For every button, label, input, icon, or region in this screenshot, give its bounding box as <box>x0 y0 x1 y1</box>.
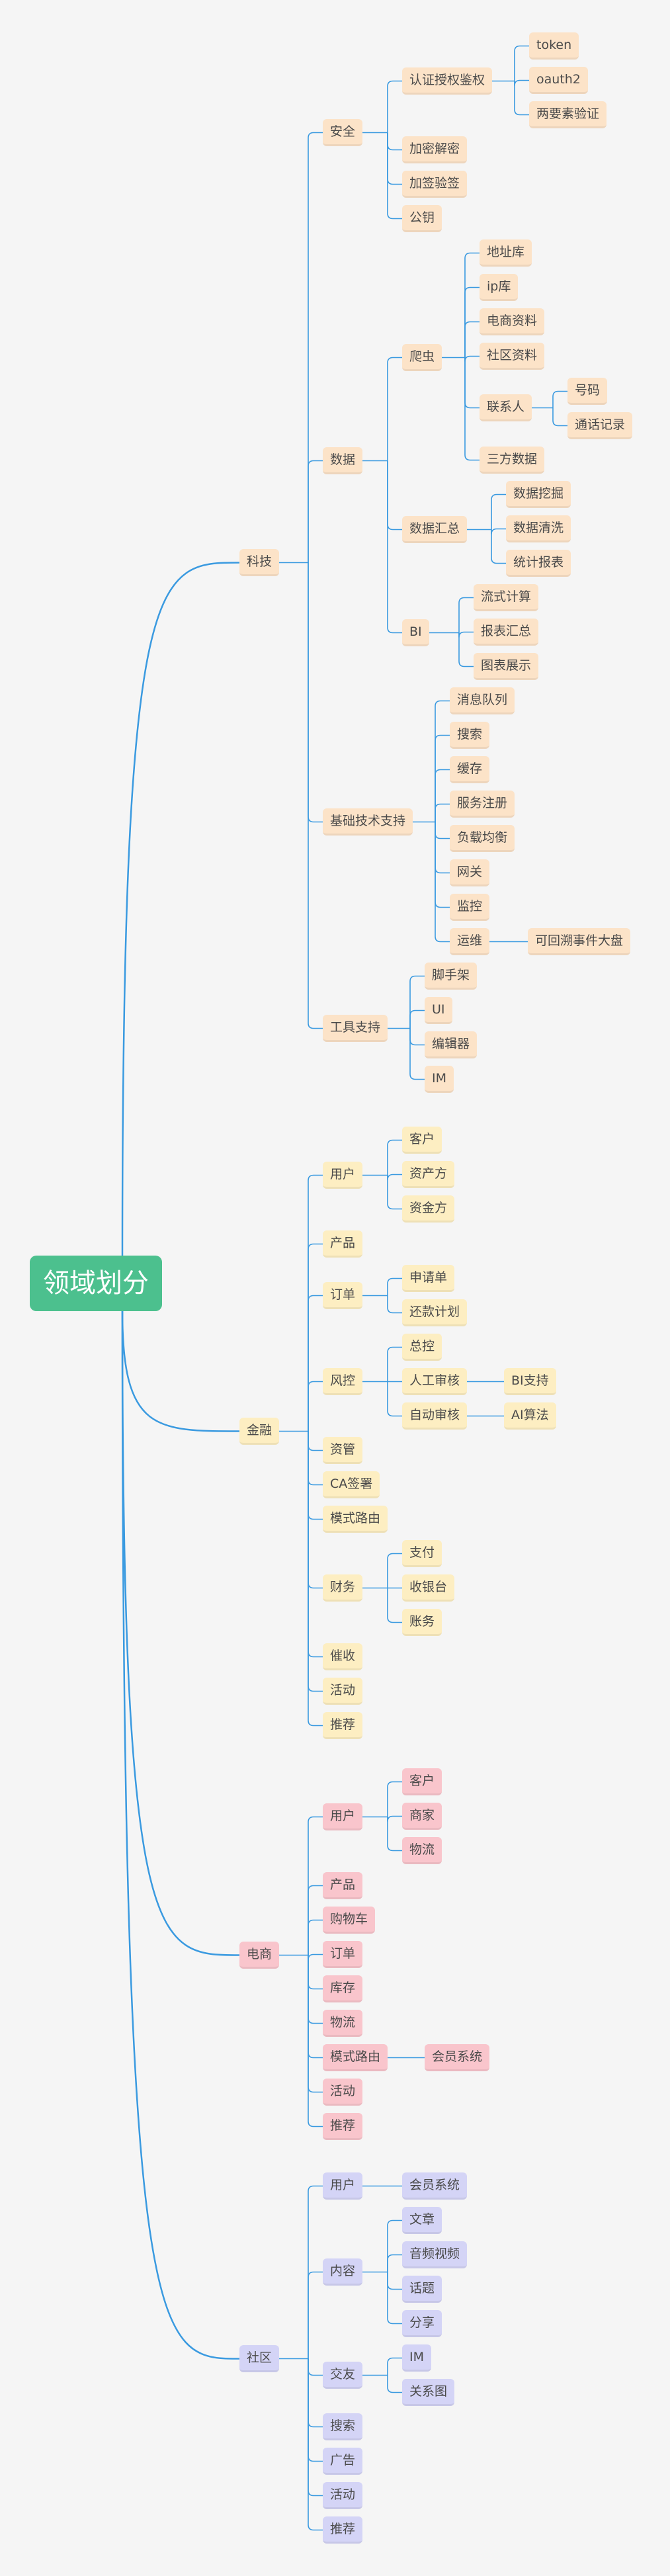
leaf-encrypt[interactable]: 加密解密 <box>402 136 468 163</box>
leaf-two-factor[interactable]: 两要素验证 <box>529 101 607 128</box>
topic-auto-review[interactable]: 自动审核 <box>402 1402 468 1430</box>
leaf-scaffold[interactable]: 脚手架 <box>425 963 478 990</box>
leaf-stream-compute[interactable]: 流式计算 <box>474 584 539 611</box>
topic-social-user[interactable]: 用户 <box>323 2172 363 2200</box>
leaf-address-lib[interactable]: 地址库 <box>480 239 532 267</box>
leaf-social-im[interactable]: IM <box>402 2344 431 2372</box>
leaf-load-balance[interactable]: 负载均衡 <box>450 825 515 852</box>
leaf-cache[interactable]: 缓存 <box>450 756 490 783</box>
leaf-ecom-recommend[interactable]: 推荐 <box>323 2113 363 2140</box>
leaf-cashier[interactable]: 收银台 <box>402 1574 455 1602</box>
leaf-social-activity[interactable]: 活动 <box>323 2482 363 2509</box>
branch-finance[interactable]: 金融 <box>239 1418 280 1445</box>
leaf-cart[interactable]: 购物车 <box>323 1907 376 1934</box>
leaf-report-summary[interactable]: 报表汇总 <box>474 619 539 646</box>
leaf-message-queue[interactable]: 消息队列 <box>450 687 515 714</box>
leaf-mode-route[interactable]: 模式路由 <box>323 1506 388 1533</box>
leaf-social-member[interactable]: 会员系统 <box>402 2172 468 2200</box>
leaf-ca-sign[interactable]: CA签署 <box>323 1471 380 1498</box>
topic-ecom-mode-route[interactable]: 模式路由 <box>323 2044 388 2071</box>
leaf-ads[interactable]: 广告 <box>323 2448 363 2475</box>
leaf-social-recommend[interactable]: 推荐 <box>323 2516 363 2544</box>
branch-tech[interactable]: 科技 <box>239 549 280 576</box>
leaf-stock[interactable]: 库存 <box>323 1975 363 2002</box>
leaf-sign[interactable]: 加签验签 <box>402 171 468 198</box>
topic-accounting[interactable]: 财务 <box>323 1574 363 1602</box>
topic-finance-user[interactable]: 用户 <box>323 1162 363 1189</box>
leaf-ecom-customer[interactable]: 客户 <box>402 1768 442 1795</box>
topic-finance-order[interactable]: 订单 <box>323 1282 363 1309</box>
leaf-ui[interactable]: UI <box>425 997 452 1024</box>
leaf-finance-activity[interactable]: 活动 <box>323 1678 363 1705</box>
leaf-oauth2[interactable]: oauth2 <box>529 67 588 94</box>
leaf-ecom-logistics[interactable]: 物流 <box>323 2010 363 2037</box>
topic-infra[interactable]: 基础技术支持 <box>323 808 413 836</box>
topic-security[interactable]: 安全 <box>323 119 363 146</box>
topic-bi[interactable]: BI <box>402 619 429 646</box>
topic-friends[interactable]: 交友 <box>323 2362 363 2389</box>
leaf-gateway[interactable]: 网关 <box>450 859 490 886</box>
leaf-third-party[interactable]: 三方数据 <box>480 447 545 474</box>
leaf-ledger[interactable]: 账务 <box>402 1609 442 1636</box>
topic-tools[interactable]: 工具支持 <box>323 1015 388 1042</box>
leaf-member-system[interactable]: 会员系统 <box>425 2044 490 2071</box>
leaf-payment[interactable]: 支付 <box>402 1540 442 1567</box>
leaf-ecom-activity[interactable]: 活动 <box>323 2079 363 2106</box>
leaf-data-mining[interactable]: 数据挖掘 <box>506 481 571 508</box>
topic-auth[interactable]: 认证授权鉴权 <box>402 67 493 95</box>
topic-manual-review[interactable]: 人工审核 <box>402 1368 468 1395</box>
leaf-token[interactable]: token <box>529 32 579 60</box>
leaf-bi-support[interactable]: BI支持 <box>504 1368 556 1395</box>
leaf-ecom-user-logistics[interactable]: 物流 <box>402 1837 442 1864</box>
leaf-application[interactable]: 申请单 <box>402 1265 455 1292</box>
topic-data-summary[interactable]: 数据汇总 <box>402 516 468 543</box>
leaf-merchant[interactable]: 商家 <box>402 1803 442 1830</box>
leaf-ip-lib[interactable]: ip库 <box>480 274 519 301</box>
topic-ops[interactable]: 运维 <box>450 928 490 955</box>
leaf-share[interactable]: 分享 <box>402 2310 442 2337</box>
leaf-im[interactable]: IM <box>425 1066 454 1093</box>
leaf-call-log[interactable]: 通话记录 <box>567 412 633 439</box>
leaf-collection[interactable]: 催收 <box>323 1643 363 1670</box>
branch-ecom[interactable]: 电商 <box>239 1942 280 1969</box>
leaf-social-search[interactable]: 搜索 <box>323 2413 363 2440</box>
leaf-public-key[interactable]: 公钥 <box>402 205 442 232</box>
leaf-ai-algorithm[interactable]: AI算法 <box>504 1402 556 1430</box>
leaf-topic[interactable]: 话题 <box>402 2276 442 2303</box>
leaf-event-dashboard[interactable]: 可回溯事件大盘 <box>528 928 631 955</box>
leaf-ecom-info[interactable]: 电商资料 <box>480 308 545 335</box>
leaf-article[interactable]: 文章 <box>402 2207 442 2234</box>
topic-contacts[interactable]: 联系人 <box>480 394 532 421</box>
leaf-relation-graph[interactable]: 关系图 <box>402 2379 455 2406</box>
leaf-service-registry[interactable]: 服务注册 <box>450 791 515 818</box>
leaf-finance-product[interactable]: 产品 <box>323 1230 363 1258</box>
topic-crawler[interactable]: 爬虫 <box>402 344 442 371</box>
leaf-community-info[interactable]: 社区资料 <box>480 343 545 370</box>
topic-data[interactable]: 数据 <box>323 447 363 474</box>
leaf-repay-plan[interactable]: 还款计划 <box>402 1299 468 1326</box>
root-node[interactable]: 领域划分 <box>30 1256 162 1311</box>
leaf-stats-report[interactable]: 统计报表 <box>506 550 571 577</box>
leaf-fund-side[interactable]: 资金方 <box>402 1195 455 1223</box>
leaf-monitor[interactable]: 监控 <box>450 894 490 921</box>
topic-risk-control[interactable]: 风控 <box>323 1368 363 1395</box>
leaf-editor[interactable]: 编辑器 <box>425 1031 478 1058</box>
branch-social[interactable]: 社区 <box>239 2345 280 2372</box>
topic-content[interactable]: 内容 <box>323 2258 363 2286</box>
leaf-asset-side[interactable]: 资产方 <box>402 1161 455 1188</box>
leaf-ecom-order[interactable]: 订单 <box>323 1941 363 1968</box>
leaf-phone[interactable]: 号码 <box>567 378 608 405</box>
leaf-overall-control[interactable]: 总控 <box>402 1334 442 1361</box>
leaf-customer[interactable]: 客户 <box>402 1127 442 1154</box>
leaf-ecom-product[interactable]: 产品 <box>323 1872 363 1899</box>
leaf-search[interactable]: 搜索 <box>450 722 490 749</box>
leaf-asset-management[interactable]: 资管 <box>323 1437 363 1464</box>
leaf-finance-recommend[interactable]: 推荐 <box>323 1712 363 1739</box>
leaf-audio-video[interactable]: 音频视频 <box>402 2241 468 2268</box>
topic-ecom-user[interactable]: 用户 <box>323 1803 363 1830</box>
leaf-chart-display[interactable]: 图表展示 <box>474 653 539 680</box>
leaf-data-cleaning[interactable]: 数据清洗 <box>506 515 571 542</box>
